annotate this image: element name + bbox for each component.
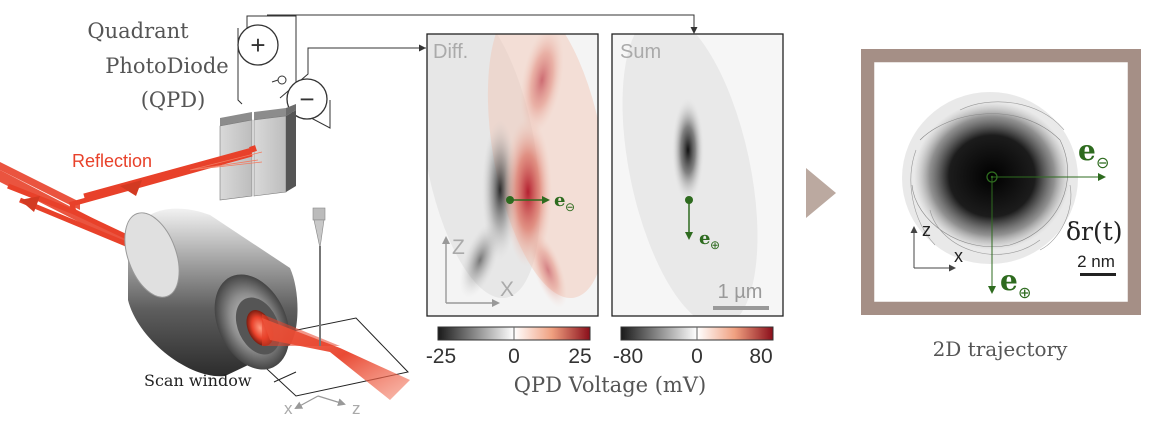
qpd-title-line3: (QPD)	[141, 88, 206, 112]
diff-vector: e ⊖	[506, 190, 575, 214]
probe-tip	[312, 207, 326, 346]
colorbars: -25 0 25 -80 0 80 QPD Voltage (mV)	[426, 326, 774, 397]
diff-colorbar-max: 25	[568, 345, 591, 368]
optics-axis-x: x	[284, 399, 293, 418]
diff-panel-label: Diff.	[433, 41, 468, 63]
objective-lens	[124, 208, 298, 377]
trajectory-scatter	[902, 92, 1078, 264]
flow-arrow-icon	[806, 168, 836, 218]
sum-heatmap	[612, 34, 783, 316]
diff-colorbar-min: -25	[426, 345, 456, 368]
qpd-title-line1: Quadrant	[87, 19, 189, 43]
traj-scalebar	[1080, 273, 1116, 276]
sum-vector-subscript: ⊕	[710, 238, 720, 252]
svg-text:e: e	[554, 190, 565, 211]
traj-e-plus-letter: e	[1000, 264, 1018, 297]
sum-vector: e ⊕	[685, 196, 720, 252]
qpd-junction-node	[277, 75, 287, 85]
diff-colorbar-mid: 0	[508, 345, 520, 368]
traj-e-minus-sub: ⊖	[1096, 155, 1109, 172]
sum-colorbar-min: -80	[613, 345, 643, 368]
diff-axes: Z X	[442, 236, 514, 307]
scan-window-pointer	[273, 371, 297, 383]
traj-e-plus-sub: ⊕	[1018, 285, 1031, 302]
optics-axis-z: z	[352, 399, 361, 418]
diff-vector-subscript: ⊖	[565, 200, 575, 214]
colorbar-title: QPD Voltage (mV)	[514, 373, 706, 397]
optics-axes: x z	[284, 395, 361, 418]
sum-scalebar-label: 1 µm	[718, 281, 763, 303]
trajectory-caption: 2D trajectory	[933, 337, 1069, 361]
diff-axis-z: Z	[452, 236, 465, 259]
traj-axes: z x	[910, 220, 963, 272]
traj-scalebar-label: 2 nm	[1077, 252, 1115, 271]
traj-e-minus-letter: e	[1078, 134, 1096, 167]
sum-colorbar-mid: 0	[691, 345, 703, 368]
qpd-detector	[219, 104, 296, 201]
sum-panel: Sum e ⊕ 1 µm	[611, 33, 784, 317]
sum-scalebar	[713, 306, 769, 310]
sum-colorbar-max: 80	[749, 345, 772, 368]
svg-text:e: e	[699, 228, 710, 249]
sum-panel-label: Sum	[620, 41, 661, 63]
optics-illustration: Quadrant PhotoDiode (QPD) + −	[0, 14, 698, 418]
diff-axis-x: X	[500, 278, 514, 301]
plus-symbol: +	[250, 30, 265, 60]
reflection-label: Reflection	[72, 151, 152, 171]
diff-panel: Diff. Z X e ⊖	[426, 33, 599, 317]
minus-symbol: −	[299, 84, 314, 114]
traj-axis-z: z	[922, 220, 931, 240]
diff-heatmap	[427, 34, 598, 316]
scan-window-label: Scan window	[144, 371, 252, 390]
minus-amplifier-icon: −	[286, 78, 328, 120]
plus-amplifier-icon: +	[237, 24, 279, 66]
trajectory-vectors: e ⊖ e ⊕	[986, 134, 1109, 302]
delta-r-label: δr(t)	[1066, 217, 1123, 246]
qpd-title-line2: PhotoDiode	[105, 54, 228, 78]
traj-axis-x: x	[954, 246, 963, 266]
trajectory-panel: e ⊖ e ⊕ δr(t) 2 nm z x	[861, 49, 1141, 315]
